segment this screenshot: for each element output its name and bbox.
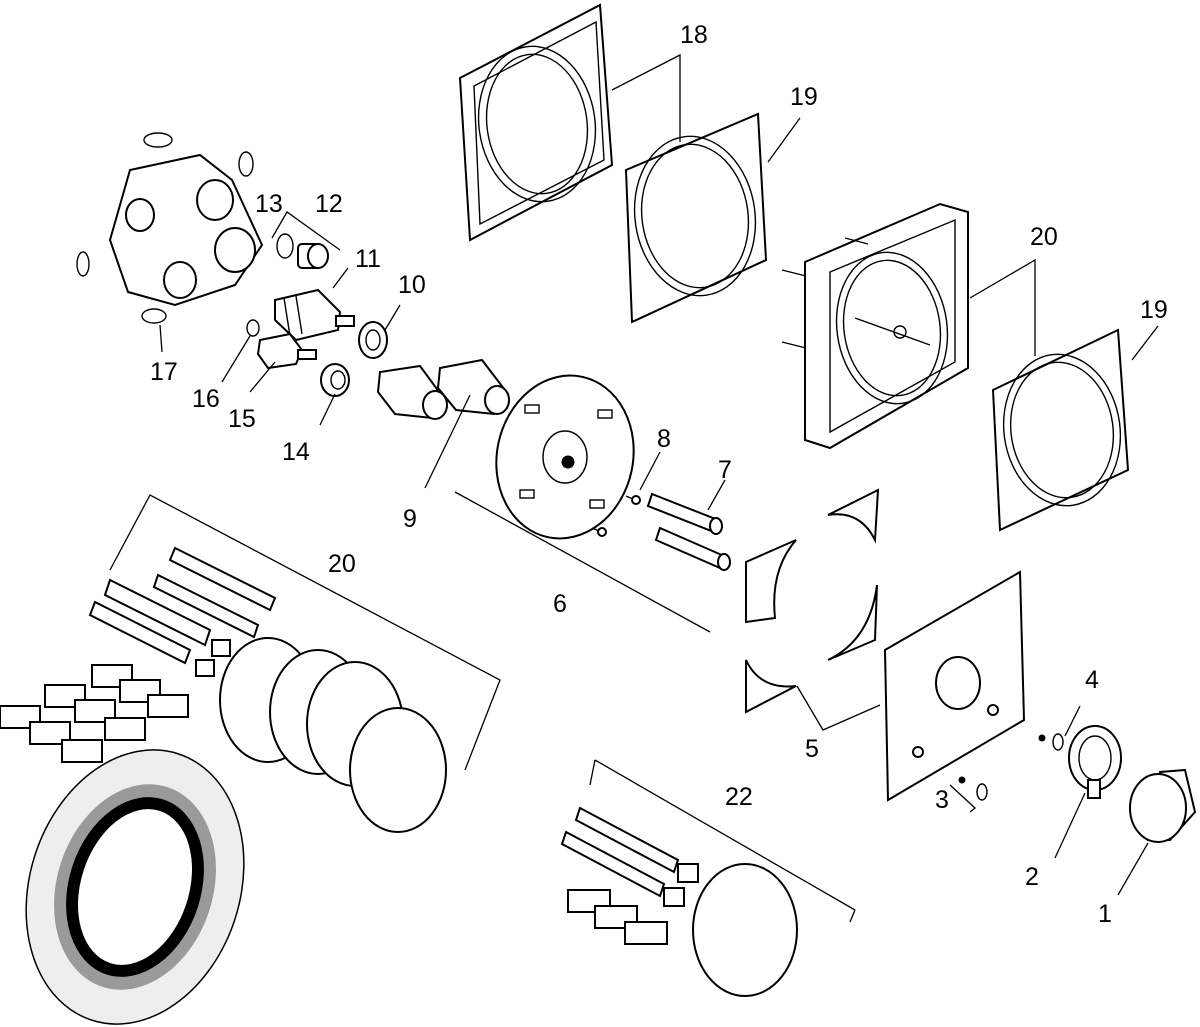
part-7-bolts [646, 492, 731, 571]
callout-5: 5 [805, 735, 819, 763]
gasket-disc [25, 749, 245, 1025]
part-10-ring [358, 321, 388, 359]
callout-1: 1 [1098, 900, 1112, 928]
callout-7: 7 [718, 456, 732, 484]
callout-11: 11 [355, 245, 381, 273]
part-4-pin-ring [1038, 733, 1064, 751]
part-21-installation-kit [0, 546, 447, 833]
callout-19-top: 19 [790, 83, 818, 111]
part-5-cover-plate [883, 570, 1026, 802]
callout-18: 18 [680, 21, 708, 49]
part-18-square-frame [458, 3, 614, 242]
callout-22: 22 [725, 783, 753, 811]
part-19-plate-right [991, 328, 1130, 532]
callout-15: 15 [228, 405, 256, 433]
part-13-o-ring [276, 233, 294, 259]
callout-9: 9 [403, 505, 417, 533]
callout-6: 6 [553, 590, 567, 618]
part-16-small-ring [246, 319, 260, 337]
part-5-corner-pieces [745, 488, 880, 714]
part-17-valve-body [76, 132, 264, 324]
part-14-nut [320, 363, 350, 397]
part-15-check-valve [256, 332, 317, 370]
part-2-handle-ring [1068, 725, 1122, 799]
part-20-frame-with-pins [781, 202, 969, 450]
part-3-pin-ring [958, 776, 988, 801]
callout-10: 10 [398, 271, 426, 299]
callout-16: 16 [192, 385, 220, 413]
callout-3: 3 [935, 786, 949, 814]
callout-19-right: 19 [1140, 296, 1168, 324]
callout-20: 20 [1030, 223, 1058, 251]
part-11-cartridge [274, 288, 355, 342]
leader-lines [109, 53, 1159, 923]
part-22-installation-kit [560, 806, 798, 997]
callout-8: 8 [657, 425, 671, 453]
part-9-extension-sleeves [376, 358, 510, 420]
callout-13: 13 [255, 190, 283, 218]
part-6-mounting-disc [495, 374, 635, 540]
callout-14: 14 [282, 438, 310, 466]
part-12-plug [297, 243, 329, 269]
part-19-plate-top [624, 112, 768, 324]
part-8-screws [591, 495, 641, 537]
callout-21: 20 [328, 550, 356, 578]
callout-2: 2 [1025, 863, 1039, 891]
callout-4: 4 [1085, 666, 1099, 694]
callout-labels: 18 19 20 19 13 12 11 10 17 16 15 14 9 8 … [150, 21, 1168, 928]
callout-12: 12 [315, 190, 343, 218]
part-1-knob [1129, 768, 1197, 843]
callout-17: 17 [150, 358, 178, 386]
